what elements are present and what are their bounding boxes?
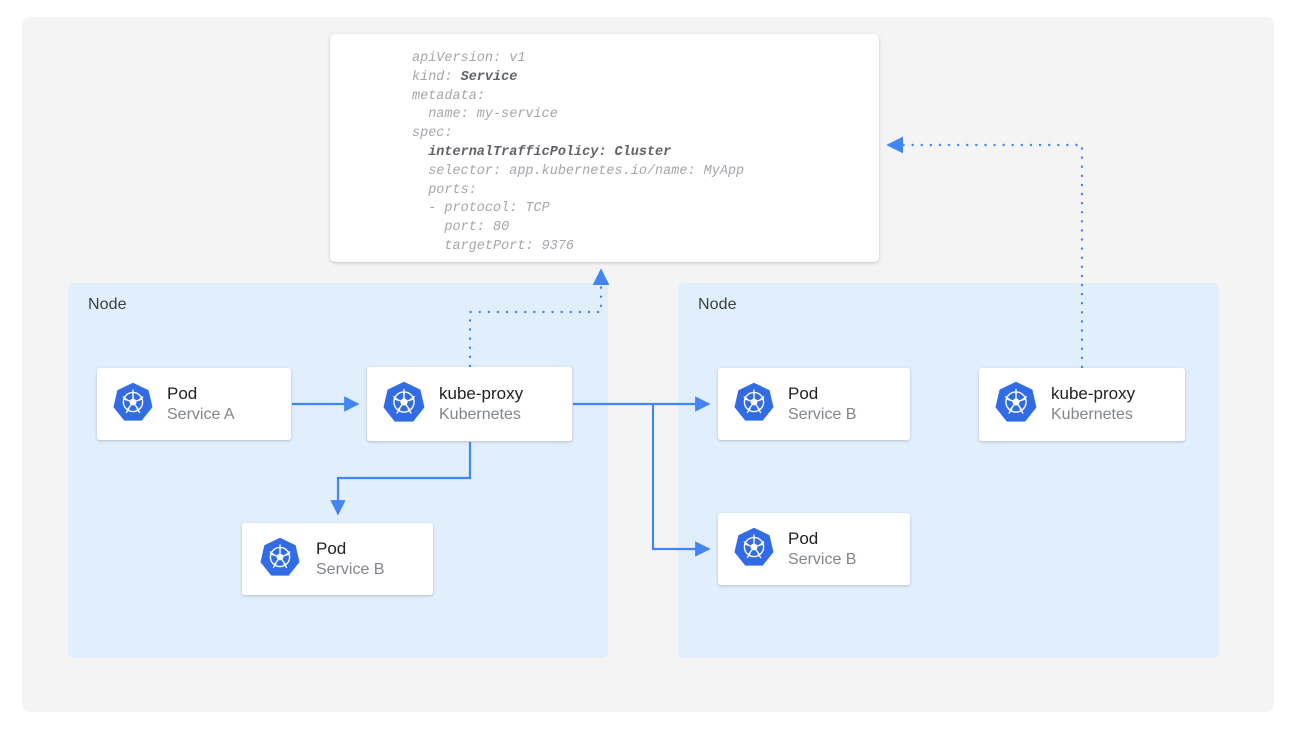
pod-card-service-a[interactable]: Pod Service A — [97, 368, 291, 440]
kube-proxy-card-right[interactable]: kube-proxy Kubernetes — [979, 368, 1185, 441]
kube-proxy-subtitle: Kubernetes — [439, 405, 521, 423]
pod-card-text: Pod Service A — [167, 384, 235, 424]
kubernetes-icon — [734, 382, 774, 427]
pod-title: Pod — [316, 538, 347, 558]
pod-subtitle: Service B — [788, 405, 857, 423]
pod-title: Pod — [788, 528, 819, 548]
kube-proxy-card-text: kube-proxy Kubernetes — [1051, 384, 1135, 424]
kube-proxy-title: kube-proxy — [439, 383, 524, 403]
kube-proxy-subtitle: Kubernetes — [1051, 406, 1133, 424]
pod-card-service-b-remote-top[interactable]: Pod Service B — [718, 368, 910, 440]
node-container-left: Node — [68, 283, 608, 658]
kubernetes-icon — [113, 382, 153, 427]
pod-card-text: Pod Service B — [788, 529, 856, 569]
kube-proxy-card-text: kube-proxy Kubernetes — [439, 384, 523, 424]
kubernetes-icon — [260, 537, 300, 582]
pod-title: Pod — [167, 383, 198, 403]
node-label-left: Node — [88, 296, 127, 313]
kube-proxy-title: kube-proxy — [1051, 384, 1136, 404]
pod-card-text: Pod Service B — [316, 539, 384, 579]
kubernetes-icon — [734, 527, 774, 572]
kubernetes-icon — [995, 381, 1037, 428]
pod-card-service-b-remote-bottom[interactable]: Pod Service B — [718, 513, 910, 585]
service-manifest-code: apiVersion: v1 kind: Service metadata: n… — [412, 51, 745, 254]
kubernetes-icon — [383, 381, 425, 428]
pod-subtitle: Service B — [316, 560, 385, 578]
node-container-right: Node — [678, 283, 1219, 658]
node-label-right: Node — [698, 296, 737, 313]
kube-proxy-card-left[interactable]: kube-proxy Kubernetes — [367, 367, 572, 441]
service-manifest-card: apiVersion: v1 kind: Service metadata: n… — [330, 34, 879, 262]
pod-card-text: Pod Service B — [788, 384, 856, 424]
pod-subtitle: Service B — [788, 550, 857, 568]
pod-subtitle: Service A — [167, 405, 235, 423]
pod-title: Pod — [788, 383, 819, 403]
pod-card-service-b-local[interactable]: Pod Service B — [242, 523, 433, 595]
